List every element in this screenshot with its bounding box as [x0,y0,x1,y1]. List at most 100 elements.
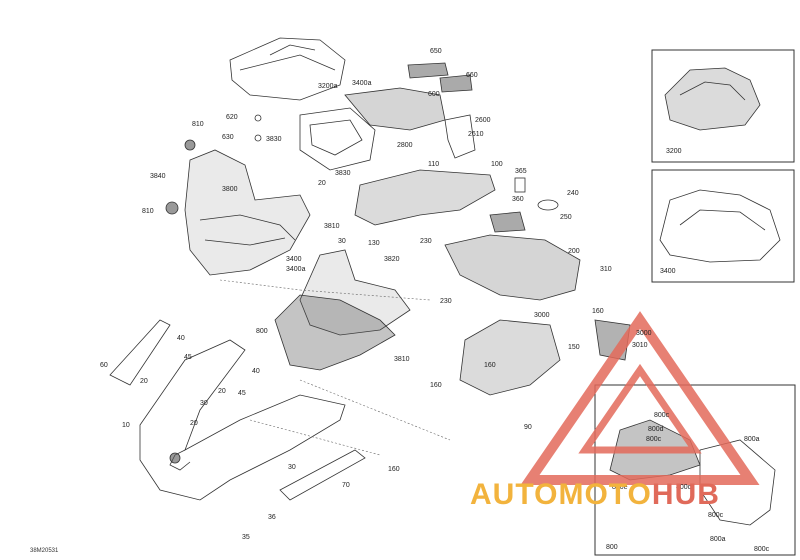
callout[interactable]: 3810 [324,223,340,230]
callout[interactable]: 200 [568,248,580,255]
callout[interactable]: 800a [710,536,726,543]
callout[interactable]: 40 [252,368,260,375]
callout[interactable]: 3830 [266,136,282,143]
callout[interactable]: 230 [420,238,432,245]
callout[interactable]: 160 [388,466,400,473]
hood-emblem [169,452,181,464]
callout[interactable]: 90 [524,424,532,431]
callout[interactable]: 30 [200,400,208,407]
callout[interactable]: 2610 [468,131,484,138]
callout[interactable]: 800c [708,512,724,519]
callout[interactable]: 3400a [352,80,372,87]
callout[interactable]: 40 [177,335,185,342]
strip-650 [407,62,449,79]
callout[interactable]: 800a [744,436,760,443]
watermark-text: AUTOMOTOHUB [470,478,720,512]
callout[interactable]: 70 [342,482,350,489]
callout[interactable]: 800c [676,484,692,491]
callout[interactable]: 620 [226,114,238,121]
callout[interactable]: 3200a [318,83,338,90]
callout[interactable]: 2600 [475,117,491,124]
callout[interactable]: 3800 [222,186,238,193]
callout[interactable]: 45 [238,390,246,397]
callout[interactable]: 30 [338,238,346,245]
headlight-cover-800 [274,294,396,371]
callout[interactable]: 35 [242,534,250,541]
inner-frame-3200a [299,107,376,171]
side-panel-150 [459,319,561,396]
diagram-id: 38M20531 [30,548,59,554]
strip-660 [439,74,473,93]
callout[interactable]: 810 [142,208,154,215]
watermark-right: HUB [651,478,720,511]
callout[interactable]: 630 [222,134,234,141]
callout[interactable]: 3200 [666,148,682,155]
callout[interactable]: 800d [648,426,664,433]
grommet-810b [165,201,179,215]
callout[interactable]: 110 [428,161,440,168]
callout[interactable]: 240 [567,190,579,197]
callout[interactable]: 10 [122,422,130,429]
part-240 [537,199,559,211]
inset-box-800 [594,384,796,556]
callout[interactable]: 600 [428,91,440,98]
inset-box-3400 [651,169,795,283]
callout[interactable]: 3820 [384,256,400,263]
instrument-panel-200 [444,234,581,301]
callout[interactable]: 3000 [636,330,652,337]
callout[interactable]: 30 [288,464,296,471]
top-cover-part [229,37,346,101]
callout[interactable]: 800e [612,484,628,491]
callout[interactable]: 36 [268,514,276,521]
bolt-620 [254,114,262,122]
part-365 [514,177,526,193]
trim-strip-70 [279,449,366,501]
callout[interactable]: 150 [568,344,580,351]
callout[interactable]: 160 [484,362,496,369]
callout[interactable]: 100 [491,161,503,168]
callout[interactable]: 810 [192,121,204,128]
callout[interactable]: 20 [218,388,226,395]
callout[interactable]: 800 [256,328,268,335]
callout[interactable]: 130 [368,240,380,247]
callout[interactable]: 250 [560,214,572,221]
callout[interactable]: 800c [654,412,670,419]
console-100 [354,169,496,226]
callout[interactable]: 360 [512,196,524,203]
bolt-630 [254,134,262,142]
callout[interactable]: 800c [646,436,662,443]
callout[interactable]: 365 [515,168,527,175]
callout[interactable]: 3010 [632,342,648,349]
callout[interactable]: 3400 [286,256,302,263]
callout[interactable]: 160 [592,308,604,315]
callout[interactable]: 650 [430,48,442,55]
grommet-810 [184,139,196,151]
callout[interactable]: 800 [606,544,618,551]
watermark-triangle [520,311,760,485]
callout[interactable]: 2800 [397,142,413,149]
inset-box-3200 [651,49,795,163]
callout[interactable]: 3000 [534,312,550,319]
front-fairing-3800 [184,149,311,276]
watermark-left: AUTOMOTO [470,478,652,511]
callout[interactable]: 3810 [394,356,410,363]
callout[interactable]: 3840 [150,173,166,180]
callout[interactable]: 3400 [660,268,676,275]
callout[interactable]: 230 [440,298,452,305]
center-fairing-3400 [299,249,411,336]
callout[interactable]: 20 [140,378,148,385]
callout[interactable]: 60 [100,362,108,369]
callout[interactable]: 3400a [286,266,306,273]
callout[interactable]: 20 [190,420,198,427]
bracket-2600 [444,114,476,159]
callout[interactable]: 800c [754,546,770,553]
part-360 [489,211,526,233]
callout[interactable]: 660 [466,72,478,79]
callout[interactable]: 45 [184,354,192,361]
callout[interactable]: 160 [430,382,442,389]
callout[interactable]: 20 [318,180,326,187]
callout[interactable]: 310 [600,266,612,273]
callout[interactable]: 3830 [335,170,351,177]
